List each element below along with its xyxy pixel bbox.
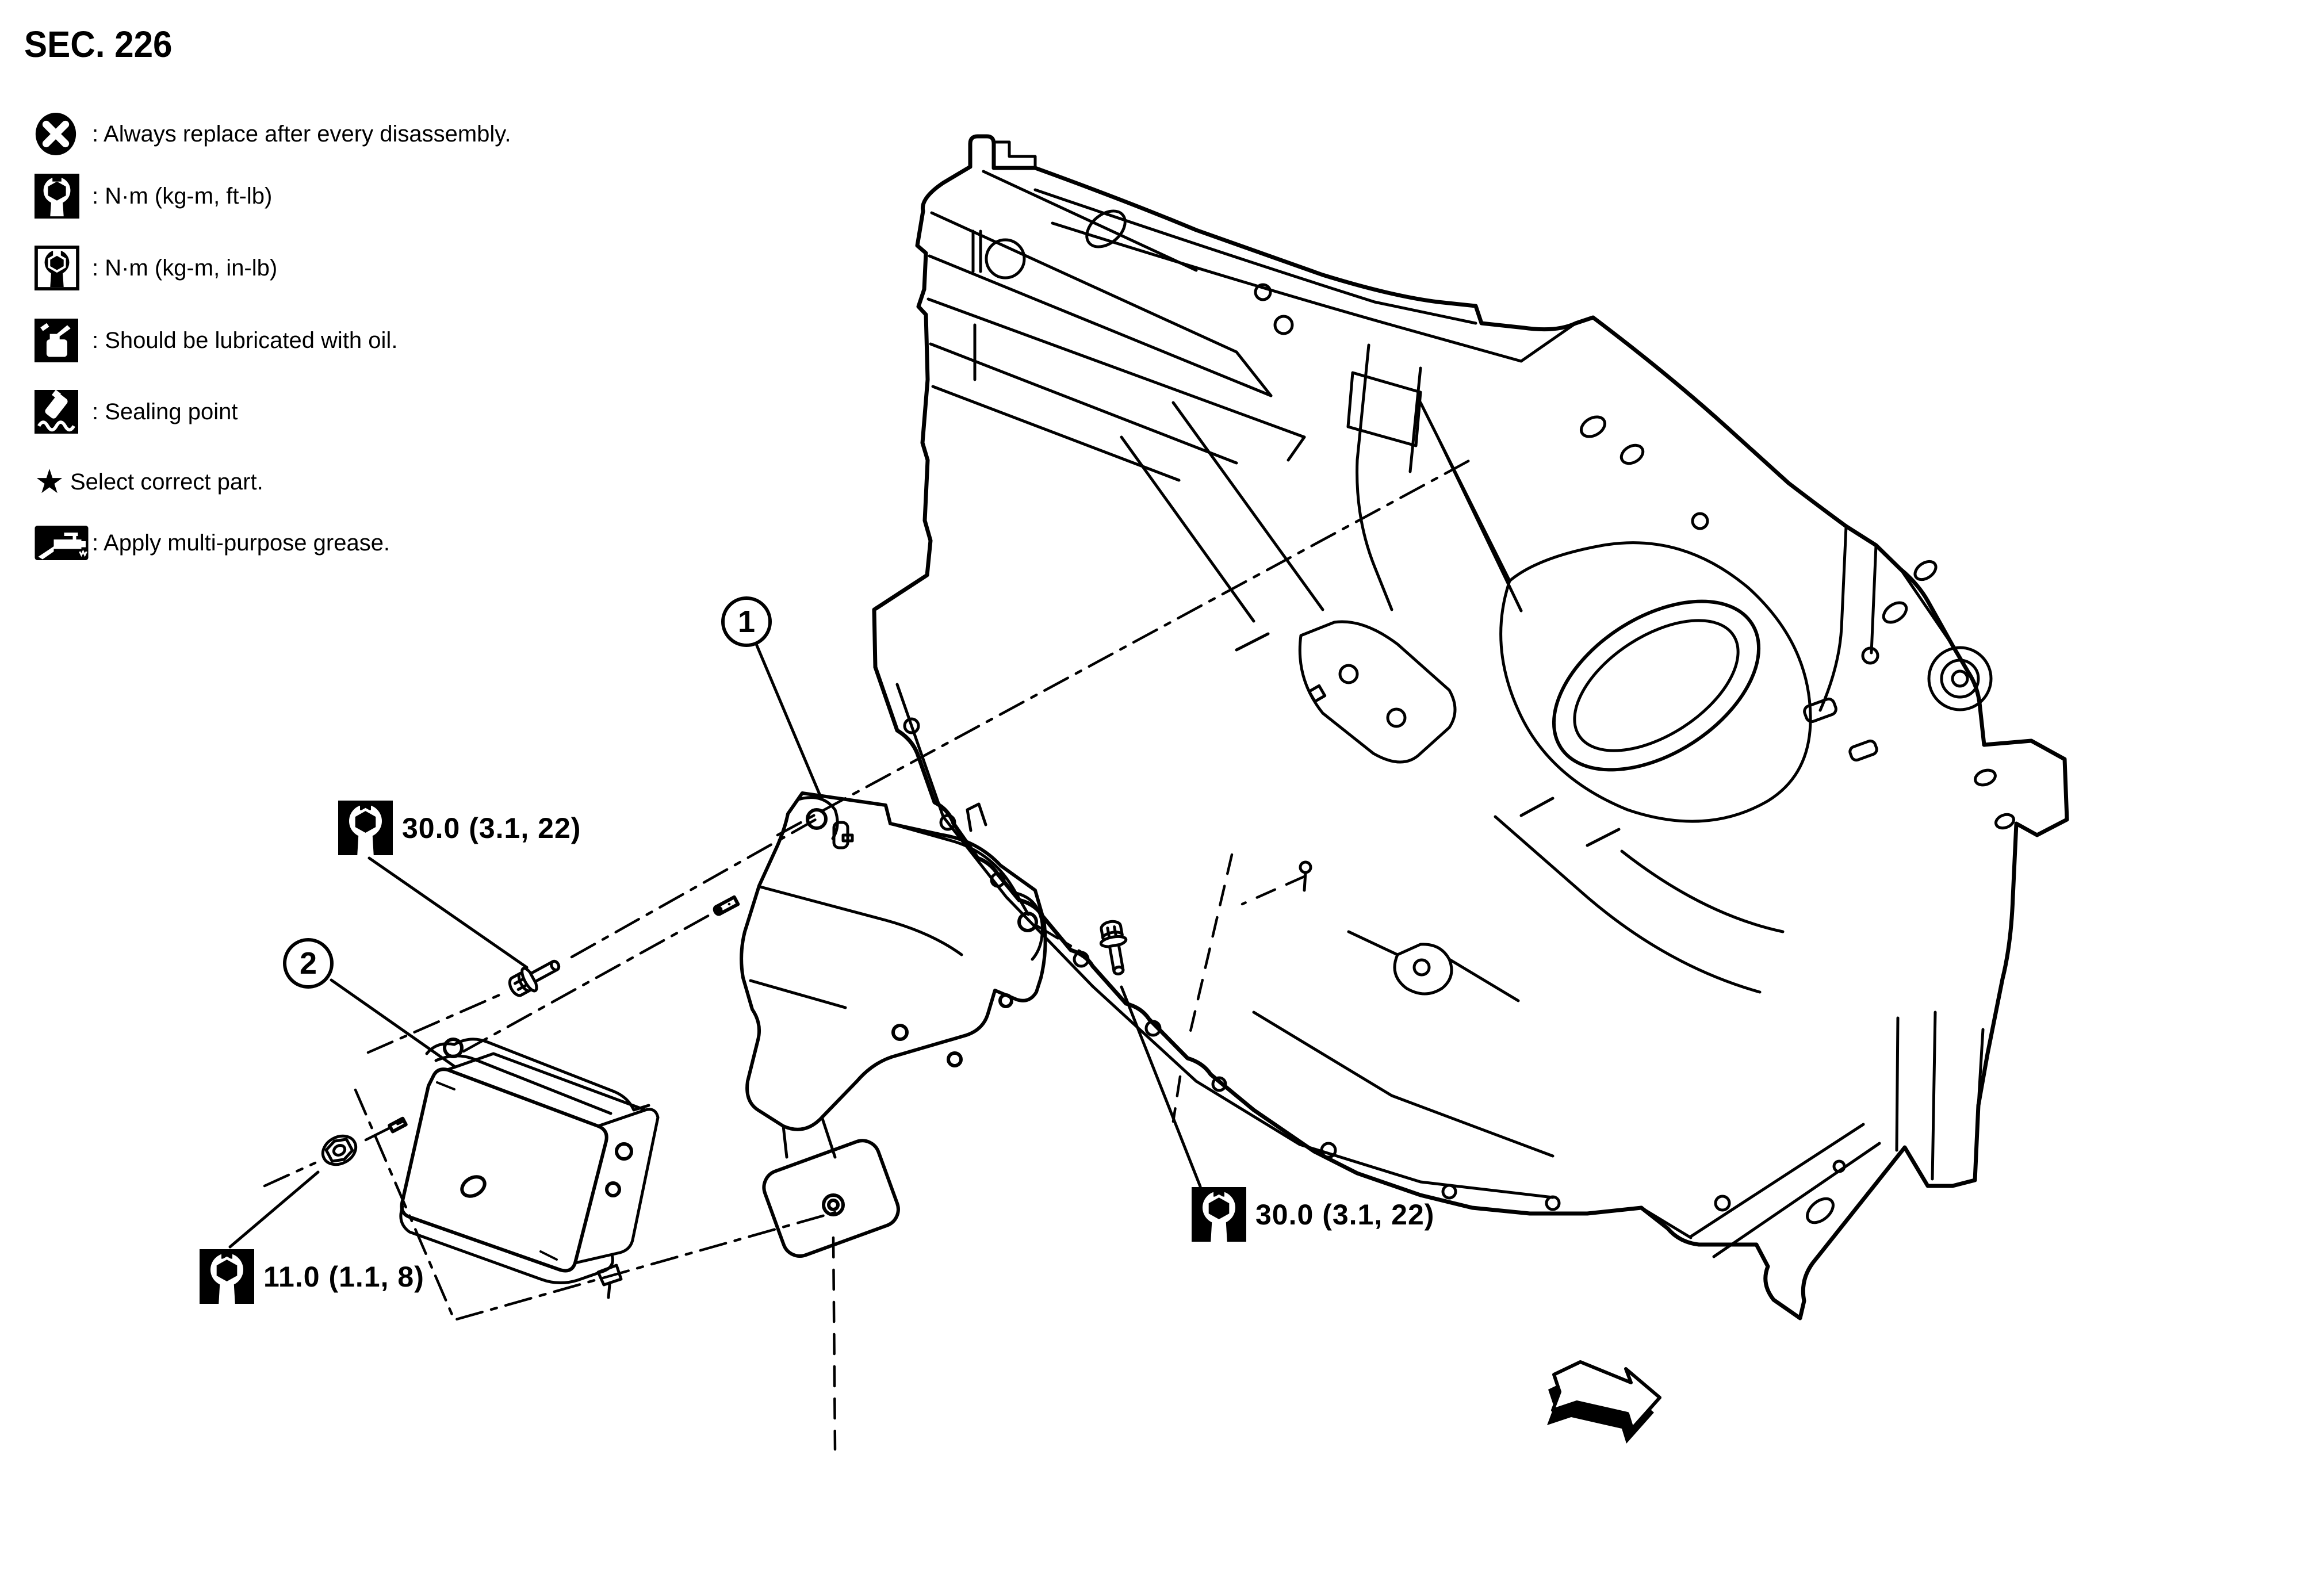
part-number-bubble-1: 1 bbox=[721, 596, 772, 647]
torque-wrench-icon bbox=[200, 1249, 254, 1304]
leader-lines bbox=[228, 642, 1202, 1249]
part-number: 1 bbox=[737, 604, 756, 639]
torque-inlb-icon bbox=[35, 246, 92, 290]
body-structure-drawing bbox=[872, 134, 2069, 1320]
page-title: SEC. 226 bbox=[24, 24, 173, 65]
torque-callout-lower-bolt: 30.0 (3.1, 22) bbox=[1192, 1187, 1434, 1242]
flange-bolt-upper bbox=[508, 959, 561, 997]
direction-arrow-icon bbox=[1547, 1360, 1661, 1444]
torque-value: 30.0 (3.1, 22) bbox=[1255, 1198, 1435, 1231]
legend-label: Select correct part. bbox=[70, 469, 263, 495]
star-icon: ★ bbox=[35, 463, 64, 500]
part-number: 2 bbox=[299, 946, 317, 981]
legend-row-sealing: : Sealing point bbox=[35, 384, 238, 439]
legend-label: : Apply multi-purpose grease. bbox=[92, 530, 390, 556]
flange-bolt-lower bbox=[1099, 920, 1128, 975]
part-2-module-drawing bbox=[388, 1038, 660, 1299]
legend-row-replace: : Always replace after every disassembly… bbox=[35, 106, 511, 162]
legend-label: : N·m (kg-m, ft-lb) bbox=[92, 183, 273, 209]
torque-callout-module-nut: 11.0 (1.1, 8) bbox=[200, 1249, 424, 1304]
legend-label: : Sealing point bbox=[92, 399, 238, 424]
torque-value: 30.0 (3.1, 22) bbox=[402, 812, 581, 844]
flange-nut bbox=[321, 1134, 358, 1166]
legend-label: : Always replace after every disassembly… bbox=[92, 121, 511, 147]
sealing-icon bbox=[35, 390, 92, 434]
legend-row-oil: : Should be lubricated with oil. bbox=[35, 313, 397, 368]
legend-row-torque-inlb: : N·m (kg-m, in-lb) bbox=[35, 240, 277, 296]
part-1-bracket-drawing bbox=[713, 791, 1047, 1258]
torque-ftlb-icon bbox=[35, 174, 92, 219]
legend-row-select: ★ Select correct part. bbox=[35, 454, 263, 510]
legend-label: : N·m (kg-m, in-lb) bbox=[92, 255, 278, 281]
legend-label: : Should be lubricated with oil. bbox=[92, 327, 398, 353]
part-number-bubble-2: 2 bbox=[283, 938, 334, 989]
torque-callout-upper-bolt: 30.0 (3.1, 22) bbox=[338, 801, 581, 855]
torque-wrench-icon bbox=[1192, 1187, 1246, 1242]
legend-row-torque-ftlb: : N·m (kg-m, ft-lb) bbox=[35, 169, 272, 224]
torque-wrench-icon bbox=[338, 801, 393, 855]
oil-icon bbox=[35, 319, 92, 362]
grease-icon bbox=[35, 526, 92, 560]
assembly-centerlines bbox=[263, 457, 1474, 1322]
legend-row-grease: : Apply multi-purpose grease. bbox=[35, 515, 390, 571]
replace-icon bbox=[35, 112, 92, 156]
torque-value: 11.0 (1.1, 8) bbox=[263, 1260, 424, 1293]
phantom-dashed-lines bbox=[832, 853, 1306, 1451]
